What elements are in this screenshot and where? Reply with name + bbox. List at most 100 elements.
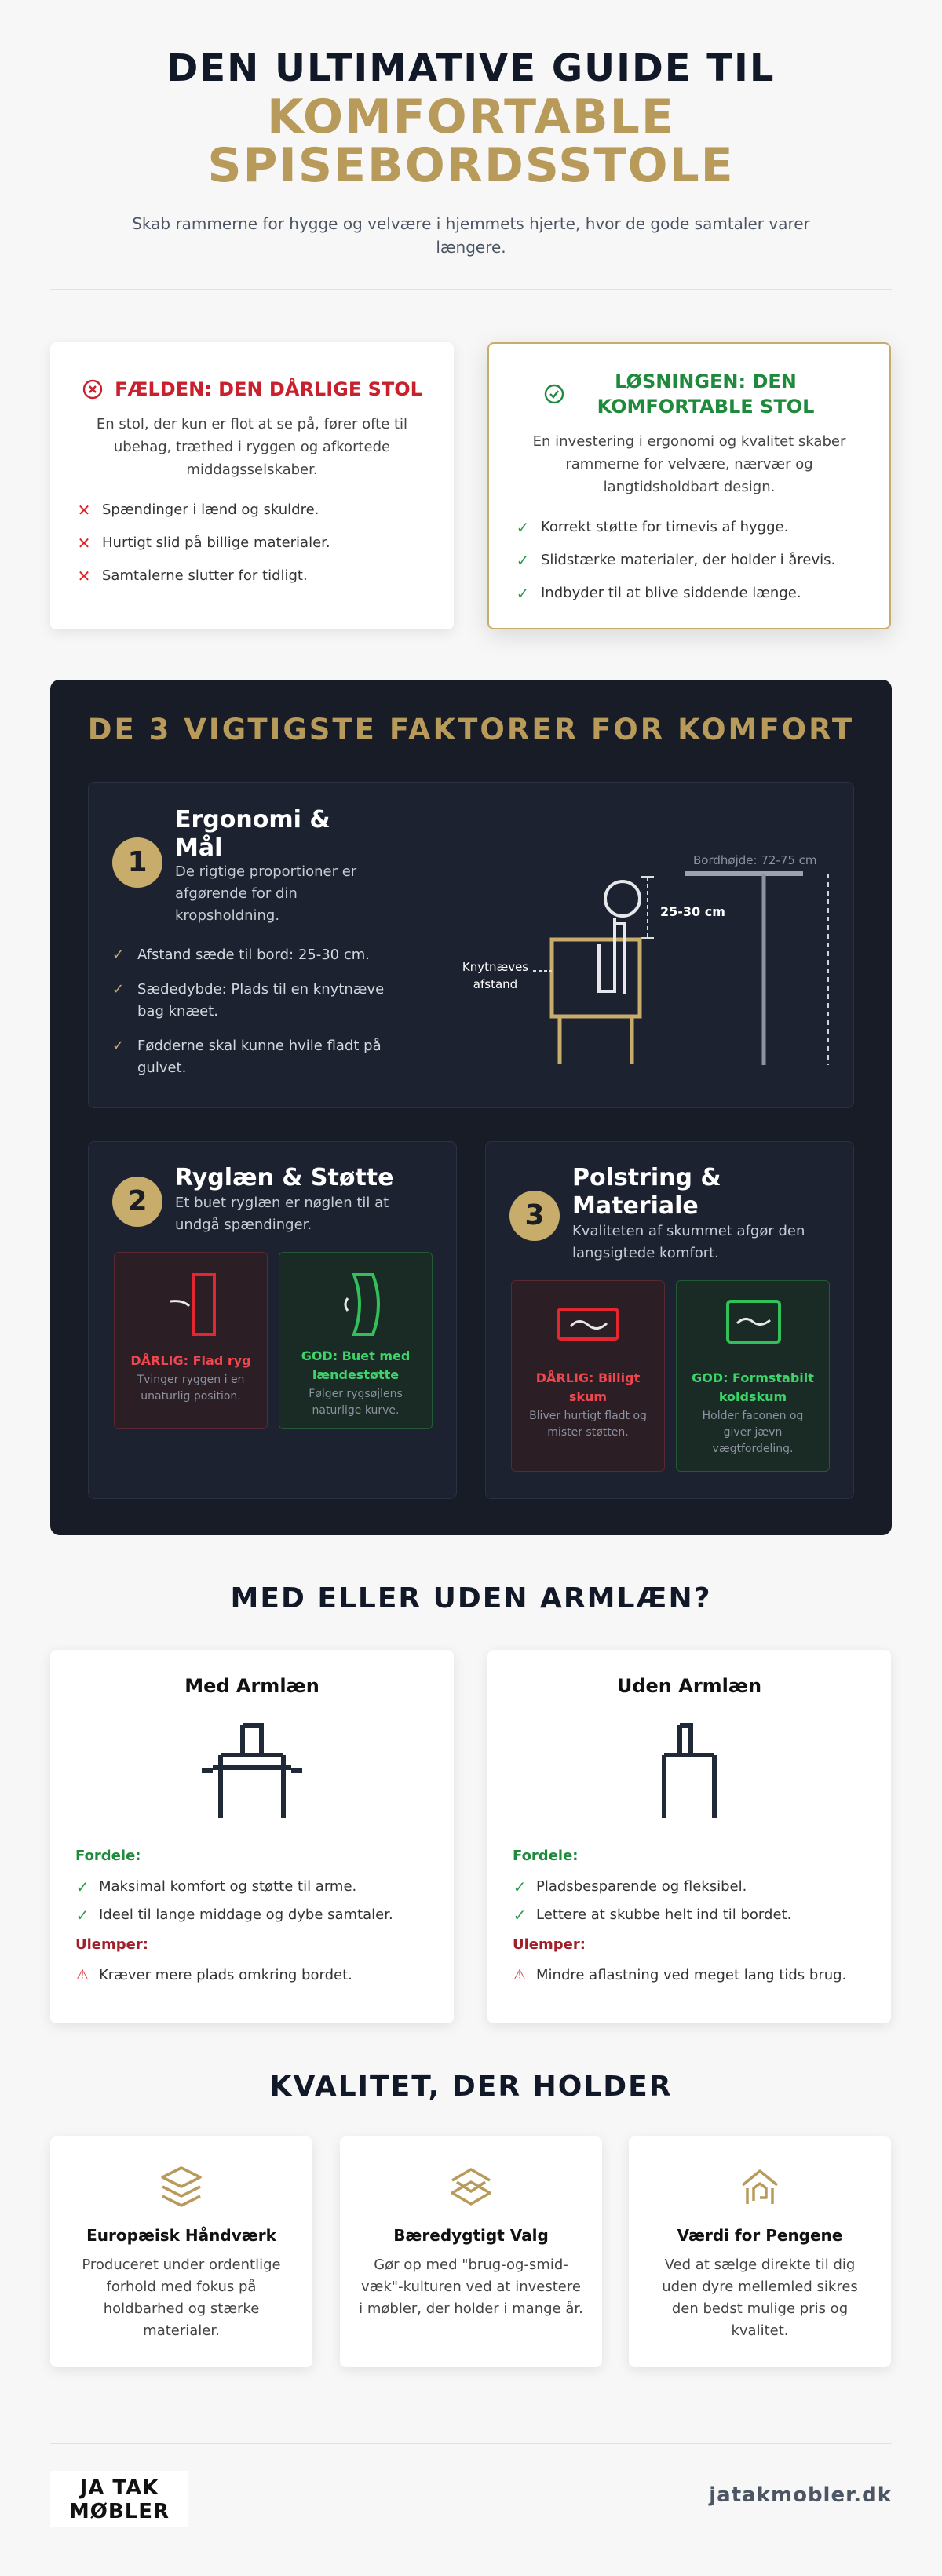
- cons-label: Ulemper:: [75, 1936, 148, 1953]
- check-circle-icon: [544, 384, 564, 404]
- factor-desc: Et buet ryglæn er nøglen til at undgå sp…: [175, 1195, 389, 1233]
- knee-label-1: Knytnæves: [462, 960, 528, 974]
- ergonomics-diagram: Bordhøjde: 72-75 cm 25-30 cm Knytnæves a…: [462, 853, 829, 1065]
- list-item: ✕Spændinger i lænd og skuldre.: [77, 501, 319, 520]
- recycle-layers-icon: [451, 2168, 491, 2206]
- check-icon: ✓: [516, 518, 530, 537]
- chair-seat: [550, 937, 642, 1019]
- flat-back-desc: Tvinger ryggen i en unaturlig position.: [137, 1374, 245, 1403]
- check-icon: ✓: [112, 947, 125, 963]
- trap-title: FÆLDEN: DEN DÅRLIGE STOL: [115, 378, 422, 400]
- quality-card-desc: Ved at sælge direkte til dig uden dyre m…: [662, 2257, 858, 2339]
- x-icon: ✕: [77, 501, 91, 520]
- check-icon: ✓: [516, 551, 530, 570]
- flat-back-label: DÅRLIG: Flad ryg: [130, 1353, 251, 1368]
- curved-back-card: GOD: Buet med lændestøtte Følger rygsøjl…: [279, 1252, 433, 1429]
- check-icon: ✓: [75, 1906, 89, 1925]
- layers-icon: [161, 2166, 202, 2207]
- check-icon: ✓: [75, 1877, 89, 1896]
- quality-card-sustainable: Bæredygtigt Valg Gør op med "brug-og-smi…: [340, 2136, 602, 2367]
- body-outline: [597, 918, 616, 993]
- solution-card: LØSNINGEN: DEN KOMFORTABLE STOL En inves…: [487, 342, 891, 629]
- cheap-foam-card: DÅRLIG: Billigt skum Bliver hurtigt flad…: [511, 1280, 665, 1472]
- list-item: ✓Korrekt støtte for timevis af hygge.: [516, 518, 789, 537]
- cold-foam-desc: Holder faconen og giver jævn vægtfordeli…: [702, 1410, 804, 1455]
- factor-number: 2: [112, 1177, 162, 1227]
- list-item: ✓Indbyder til at blive siddende længe.: [516, 584, 801, 603]
- cheap-foam-desc: Bliver hurtigt fladt og mister støtten.: [529, 1410, 647, 1439]
- gap-label: 25-30 cm: [660, 904, 725, 919]
- cold-foam-card: GOD: Formstabilt koldskum Holder faconen…: [676, 1280, 830, 1472]
- head-circle: [604, 880, 641, 918]
- quality-card-desc: Produceret under ordentlige forhold med …: [82, 2257, 281, 2339]
- list-item: ✓Maksimal komfort og støtte til arme.: [75, 1877, 357, 1896]
- cold-foam-icon: [726, 1300, 781, 1344]
- factor-number: 1: [112, 837, 162, 888]
- check-icon: ✓: [112, 1038, 125, 1054]
- factor-title: Polstring & Materiale: [572, 1164, 721, 1220]
- quality-title: KVALITET, DER HOLDER: [269, 2071, 673, 2103]
- factor-ryglaen-panel: 2 Ryglæn & Støtte Et buet ryglæn er nøgl…: [88, 1141, 457, 1499]
- list-item: ✓Afstand sæde til bord: 25-30 cm.: [112, 944, 411, 966]
- quality-card-title: Europæisk Håndværk: [86, 2226, 276, 2245]
- chair-without-armrest-icon: [662, 1723, 717, 1818]
- pros-label: Fordele:: [513, 1848, 579, 1864]
- chair-with-armrest-icon: [202, 1723, 302, 1818]
- factor-title: Ryglæn & Støtte: [175, 1164, 394, 1191]
- list-item: ✓Fødderne skal kunne hvile fladt på gulv…: [112, 1035, 411, 1079]
- title-line-1: DEN ULTIMATIVE GUIDE TIL: [166, 46, 776, 90]
- knee-label-2: afstand: [473, 977, 517, 991]
- handshake-icon: [741, 2169, 779, 2204]
- list-item: ✓Ideel til lange middage og dybe samtale…: [75, 1906, 393, 1925]
- cons-label: Ulemper:: [513, 1936, 586, 1953]
- check-icon: ✓: [516, 584, 530, 603]
- flat-back-icon: [170, 1273, 216, 1336]
- factor-title: Ergonomi & Mål: [175, 806, 330, 862]
- trap-card: FÆLDEN: DEN DÅRLIGE STOL En stol, der ku…: [50, 342, 454, 629]
- without-armrest-card: Uden Armlæn Fordele: ✓Pladsbesparende og…: [487, 1650, 891, 2023]
- x-circle-icon: [82, 379, 103, 400]
- check-icon: ✓: [513, 1906, 527, 1925]
- quality-card-desc: Gør op med "brug-og-smid-væk"-kulturen v…: [359, 2257, 583, 2317]
- factors-title: DE 3 VIGTIGSTE FAKTORER FOR KOMFORT: [87, 713, 855, 746]
- x-icon: ✕: [77, 534, 91, 553]
- list-item: ✕Hurtigt slid på billige materialer.: [77, 534, 330, 553]
- with-armrest-card: Med Armlæn Fordele: ✓Maksimal komfort og…: [50, 1650, 454, 2023]
- footer-divider: [50, 2443, 892, 2444]
- cheap-foam-icon: [557, 1308, 619, 1341]
- list-item: ✓Slidstærke materialer, der holder i åre…: [516, 551, 836, 570]
- brand-logo[interactable]: JA TAK MØBLER: [50, 2471, 188, 2527]
- title-line-3: SPISEBORDSSTOLE: [207, 138, 735, 193]
- factor-ergonomi-panel: 1 Ergonomi & Mål De rigtige proportioner…: [88, 782, 854, 1108]
- factor-desc: Kvaliteten af skummet afgør den langsigt…: [572, 1223, 805, 1261]
- list-item: ✓Sædedybde: Plads til en knytnæve bag kn…: [112, 979, 411, 1023]
- curved-back-desc: Følger rygsøjlens naturlige kurve.: [309, 1388, 403, 1417]
- page-header: DEN ULTIMATIVE GUIDE TIL KOMFORTABLE SPI…: [50, 44, 892, 259]
- cold-foam-label: GOD: Formstabilt koldskum: [692, 1370, 814, 1404]
- warning-icon: ⚠: [75, 1967, 89, 1983]
- quality-card-value: Værdi for Pengene Ved at sælge direkte t…: [629, 2136, 891, 2367]
- list-item: ✕Samtalerne slutter for tidligt.: [77, 567, 308, 586]
- factors-section: DE 3 VIGTIGSTE FAKTORER FOR KOMFORT 1 Er…: [50, 680, 892, 1535]
- flat-back-card: DÅRLIG: Flad ryg Tvinger ryggen i en una…: [114, 1252, 268, 1429]
- factor-number: 3: [509, 1191, 560, 1241]
- x-icon: ✕: [77, 567, 91, 586]
- without-armrest-title: Uden Armlæn: [616, 1675, 762, 1697]
- with-armrest-title: Med Armlæn: [184, 1675, 319, 1697]
- factor-polstring-panel: 3 Polstring & Materiale Kvaliteten af sk…: [485, 1141, 854, 1499]
- table-height-label: Bordhøjde: 72-75 cm: [693, 853, 817, 867]
- curved-back-label: GOD: Buet med lændestøtte: [301, 1348, 411, 1382]
- solution-desc: En investering i ergonomi og kvalitet sk…: [532, 433, 846, 495]
- check-icon: ✓: [112, 981, 125, 998]
- quality-card-title: Bæredygtigt Valg: [393, 2226, 549, 2245]
- list-item: ✓Lettere at skubbe helt ind til bordet.: [513, 1906, 792, 1925]
- subtitle: Skab rammerne for hygge og velvære i hje…: [132, 214, 810, 257]
- list-item: ✓Pladsbesparende og fleksibel.: [513, 1877, 747, 1896]
- website-link[interactable]: jatakmobler.dk: [709, 2483, 892, 2507]
- quality-card-title: Værdi for Pengene: [677, 2226, 843, 2245]
- quality-card-craft: Europæisk Håndværk Produceret under orde…: [50, 2136, 312, 2367]
- trap-desc: En stol, der kun er flot at se på, fører…: [96, 416, 408, 478]
- pros-label: Fordele:: [75, 1848, 141, 1864]
- list-item: ⚠Mindre aflastning ved meget lang tids b…: [513, 1965, 866, 1986]
- header-divider: [50, 289, 892, 290]
